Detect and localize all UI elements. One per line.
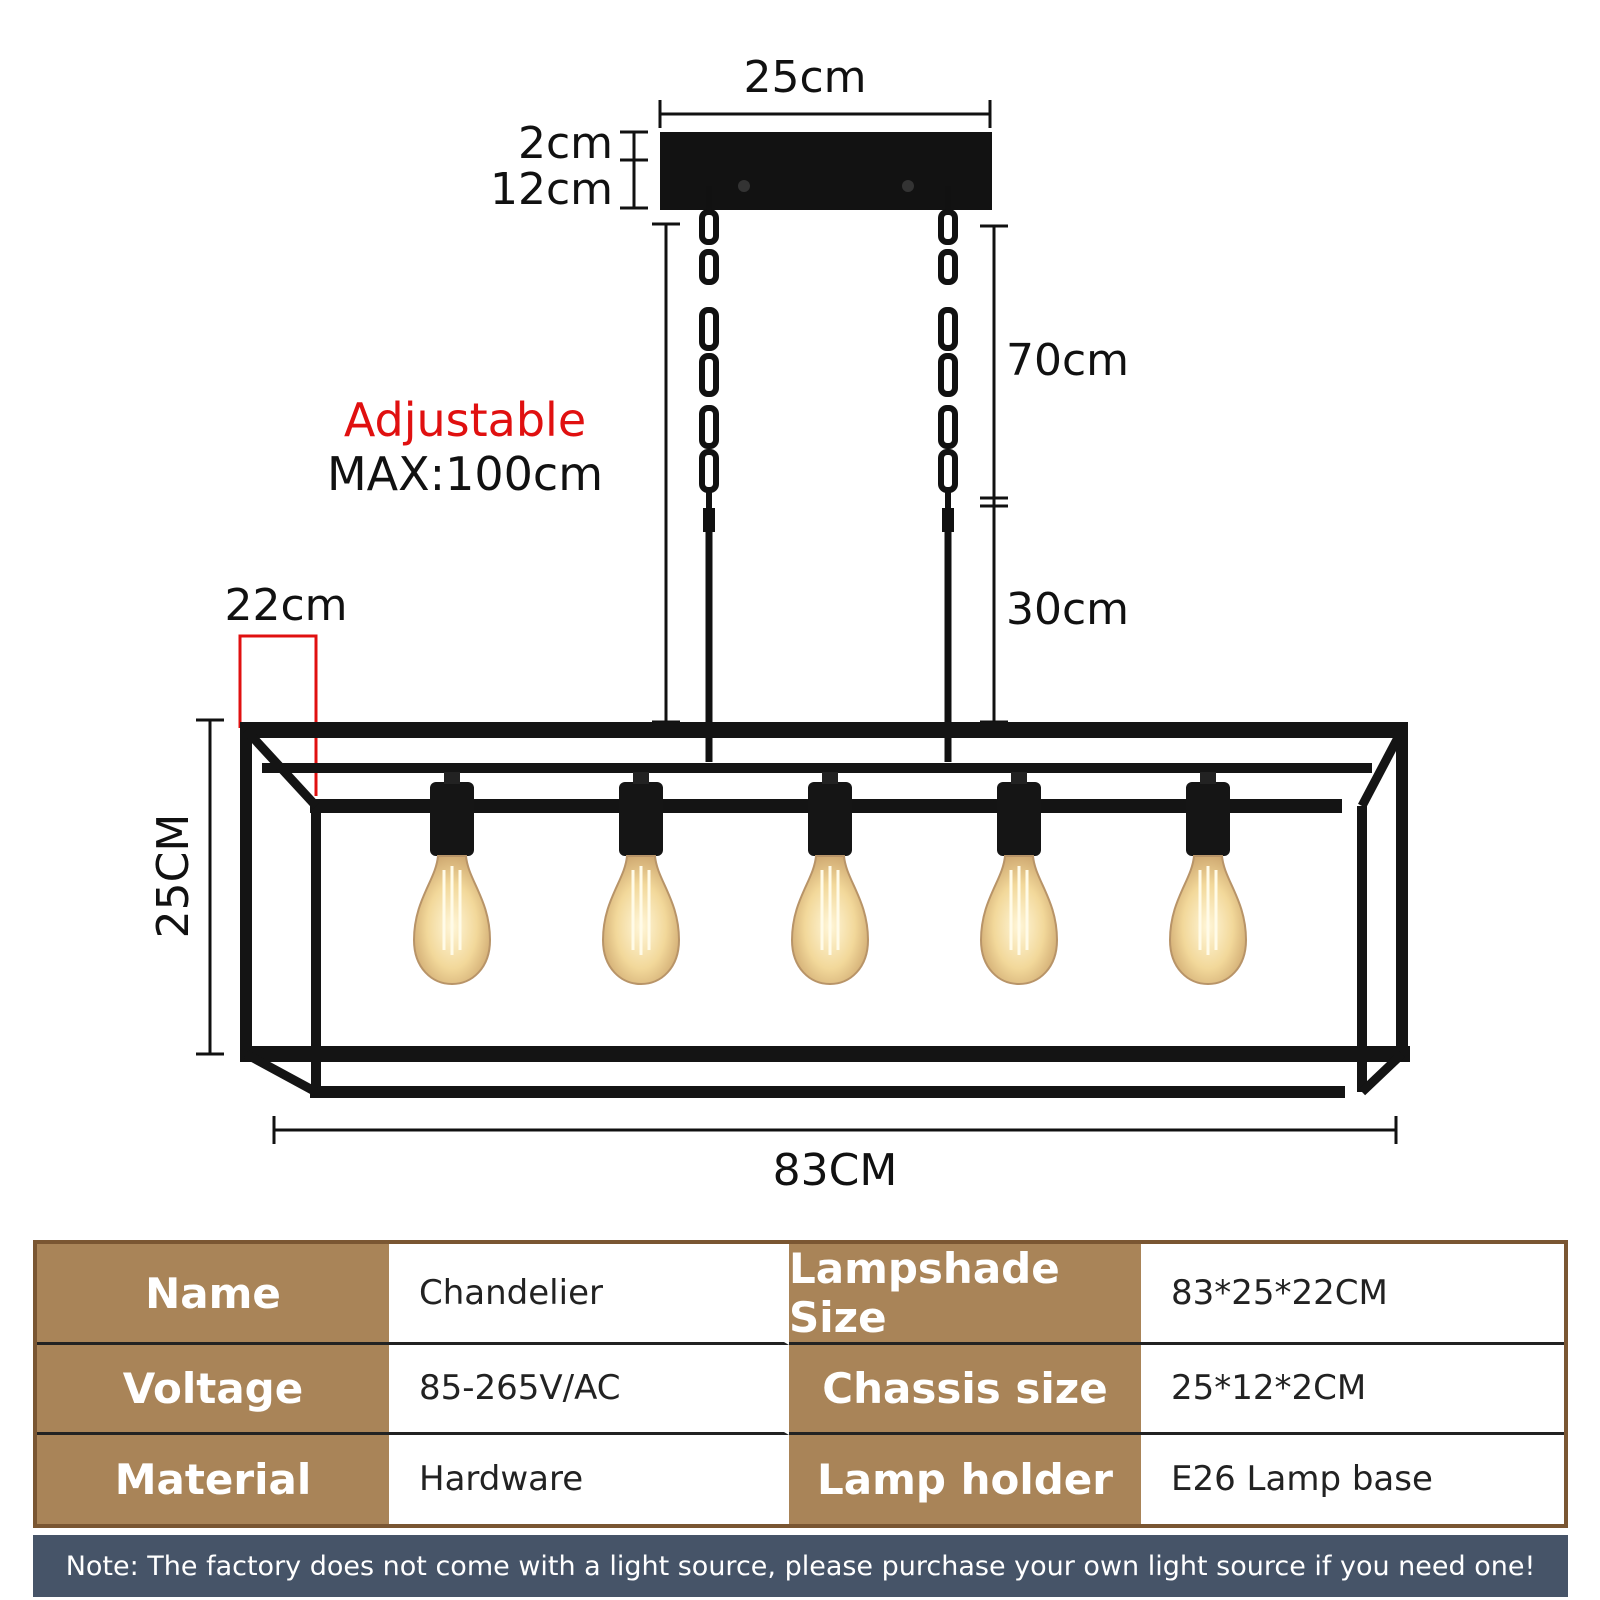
spec-label-lampshade-size: Lampshade Size [789,1244,1141,1345]
lamp-holder [1186,782,1230,856]
total-height-dimension: Adjustable MAX:100cm [327,222,680,724]
bulb-filament [1009,866,1029,955]
lamp-holder [808,782,852,856]
light-bulb [412,772,492,986]
spec-label-chassis-size: Chassis size [789,1345,1141,1435]
chassis-thickness-dimension: 2cm 12cm [490,118,648,215]
chassis-depth-label: 12cm [490,164,613,215]
lamp-holder-cap [1200,772,1216,784]
frame-height-label: 25CM [148,814,199,939]
light-bulb [601,772,681,986]
note-text: Note: The factory does not come with a l… [65,1550,1536,1582]
spec-value-chassis-size: 25*12*2CM [1141,1345,1564,1435]
spec-value-lampshade-size: 83*25*22CM [1141,1244,1564,1345]
chassis-width-dimension: 25cm [658,52,992,128]
lamp-holder-cap [1011,772,1027,784]
bulb-filament [820,866,840,955]
spec-label-material: Material [37,1434,389,1524]
ceiling-canopy [660,132,992,210]
chassis-thickness-label: 2cm [518,118,613,169]
suspension-chains [699,186,958,510]
note-bar: Note: The factory does not come with a l… [33,1535,1568,1597]
frame-length-dimension: 83CM [272,1116,1398,1196]
adjustable-max-label: MAX:100cm [327,447,603,501]
spec-label-lamp-holder: Lamp holder [789,1434,1141,1524]
spec-value-lamp-holder: E26 Lamp base [1171,1459,1433,1500]
light-bulb [790,772,870,986]
bulb-filament [442,866,462,955]
adjustable-label: Adjustable [344,393,586,447]
light-bulb [979,772,1059,986]
light-bulb [1168,772,1248,986]
spec-value-voltage: 85-265V/AC [389,1345,789,1435]
rod-length-label: 30cm [1006,584,1129,635]
frame-length-label: 83CM [773,1145,898,1196]
lamp-holder-cap [633,772,649,784]
spec-value-name: Chandelier [389,1244,789,1345]
bulb-group [412,772,1248,986]
lamp-holder [997,782,1041,856]
frame-depth-dimension: 22cm [224,580,348,796]
spec-value-material: Hardware [389,1434,789,1524]
lamp-holder-cap [444,772,460,784]
chassis-width-label: 25cm [743,52,866,103]
spec-label-name: Name [37,1244,389,1345]
lamp-holder-cap [822,772,838,784]
bulb-filament [1198,866,1218,955]
frame-depth-label: 22cm [224,580,347,631]
chain-rod-dimension: 70cm 30cm [980,224,1129,724]
lamp-holder [430,782,474,856]
spec-label-voltage: Voltage [37,1345,389,1435]
frame-height-dimension: 25CM [148,718,224,1056]
bulb-filament [631,866,651,955]
spec-table: Name Chandelier Lampshade Size 83*25*22C… [33,1240,1568,1528]
lamp-holder [619,782,663,856]
chain-length-label: 70cm [1006,335,1129,386]
chandelier-dimension-diagram: 25cm 2cm 12cm [148,52,1410,1196]
